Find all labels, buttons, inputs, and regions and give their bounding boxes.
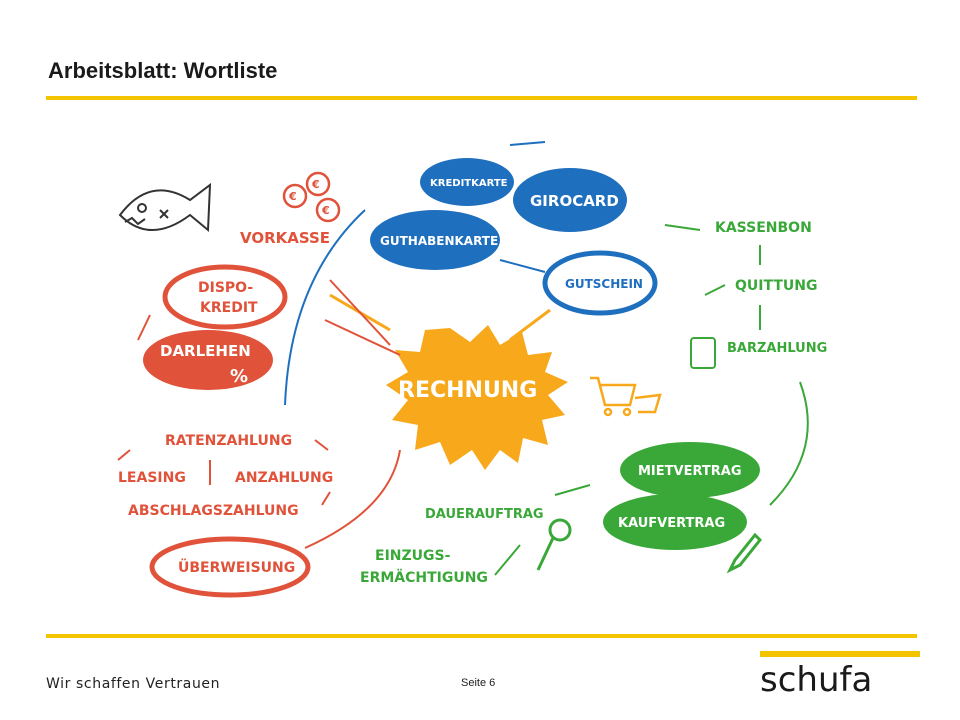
page-number: Seite 6 bbox=[461, 677, 496, 689]
arrow bbox=[499, 259, 546, 273]
logo-text: schufa bbox=[760, 660, 872, 697]
word-abschlagszahlung: ABSCHLAGSZAHLUNG bbox=[128, 503, 299, 519]
arrow bbox=[664, 224, 701, 231]
title-divider bbox=[46, 96, 917, 100]
word-darlehen: DARLEHEN bbox=[160, 342, 251, 360]
schufa-logo: schufa bbox=[760, 651, 920, 697]
page-title: Arbeitsblatt: Wortliste bbox=[48, 58, 278, 83]
arrow bbox=[329, 279, 391, 346]
word-dauerauftrag: DAUERAUFTRAG bbox=[425, 507, 544, 522]
mietvertrag-bubble bbox=[620, 442, 760, 498]
euro-coins-icon bbox=[282, 171, 341, 223]
kaufvertrag-bubble bbox=[603, 494, 747, 550]
arrow bbox=[494, 544, 521, 576]
word-kredit: KREDIT bbox=[200, 300, 258, 316]
darlehen-bubble bbox=[143, 330, 273, 390]
word-ermaechtigung: ERMÄCHTIGUNG bbox=[360, 569, 488, 586]
footer-divider bbox=[46, 634, 917, 638]
percent-symbol: % bbox=[230, 366, 248, 387]
word-girocard: GIROCARD bbox=[530, 192, 619, 210]
kreditkarte-bubble bbox=[420, 158, 514, 206]
word-leasing: LEASING bbox=[118, 470, 186, 486]
word-quittung: QUITTUNG bbox=[735, 278, 817, 294]
fish-icon bbox=[118, 182, 212, 233]
arrow bbox=[509, 308, 551, 342]
arrow bbox=[509, 141, 546, 146]
girocard-bubble bbox=[513, 168, 627, 232]
arrow bbox=[324, 319, 401, 356]
euro-symbol: € bbox=[288, 190, 297, 203]
word-kaufvertrag: KAUFVERTRAG bbox=[618, 516, 725, 531]
arrow bbox=[284, 209, 366, 406]
word-mietvertrag: MIETVERTRAG bbox=[638, 464, 742, 479]
arrow bbox=[769, 381, 809, 506]
word-anzahlung: ANZAHLUNG bbox=[235, 470, 333, 486]
word-kreditkarte: KREDITKARTE bbox=[430, 178, 508, 189]
word-rechnung: RECHNUNG bbox=[398, 378, 537, 403]
word-ratenzahlung: RATENZAHLUNG bbox=[165, 433, 292, 449]
arrow bbox=[137, 314, 151, 341]
shopping-cart-icon bbox=[590, 376, 662, 417]
calculator-icon bbox=[690, 337, 716, 369]
word-guthabenkarte: GUTHABENKARTE bbox=[380, 234, 498, 248]
dispokredit-bubble bbox=[162, 264, 288, 330]
euro-symbol: € bbox=[321, 204, 330, 217]
word-dispo: DISPO- bbox=[198, 280, 253, 296]
magnifier-icon bbox=[536, 518, 572, 571]
arrow bbox=[304, 449, 401, 549]
mind-map: € € € VORKASSE DISPO- KREDIT DARLEHEN % … bbox=[117, 141, 827, 598]
word-einzugs: EINZUGS- bbox=[375, 548, 451, 564]
word-gutschein: GUTSCHEIN bbox=[565, 277, 643, 291]
euro-symbol: € bbox=[311, 178, 320, 191]
arrow bbox=[117, 439, 331, 506]
guthabenkarte-bubble bbox=[370, 210, 500, 270]
word-kassenbon: KASSENBON bbox=[715, 220, 812, 236]
footer-slogan: Wir schaffen Vertrauen bbox=[46, 676, 221, 692]
gutschein-bubble bbox=[542, 250, 658, 316]
word-barzahlung: BARZAHLUNG bbox=[727, 341, 827, 356]
arrow bbox=[704, 284, 726, 296]
ueberweisung-bubble bbox=[149, 536, 311, 598]
arrow bbox=[554, 484, 591, 496]
rechnung-starburst bbox=[386, 325, 568, 470]
word-vorkasse: VORKASSE bbox=[240, 229, 330, 247]
word-ueberweisung: ÜBERWEISUNG bbox=[178, 558, 295, 576]
pen-icon bbox=[726, 532, 763, 574]
